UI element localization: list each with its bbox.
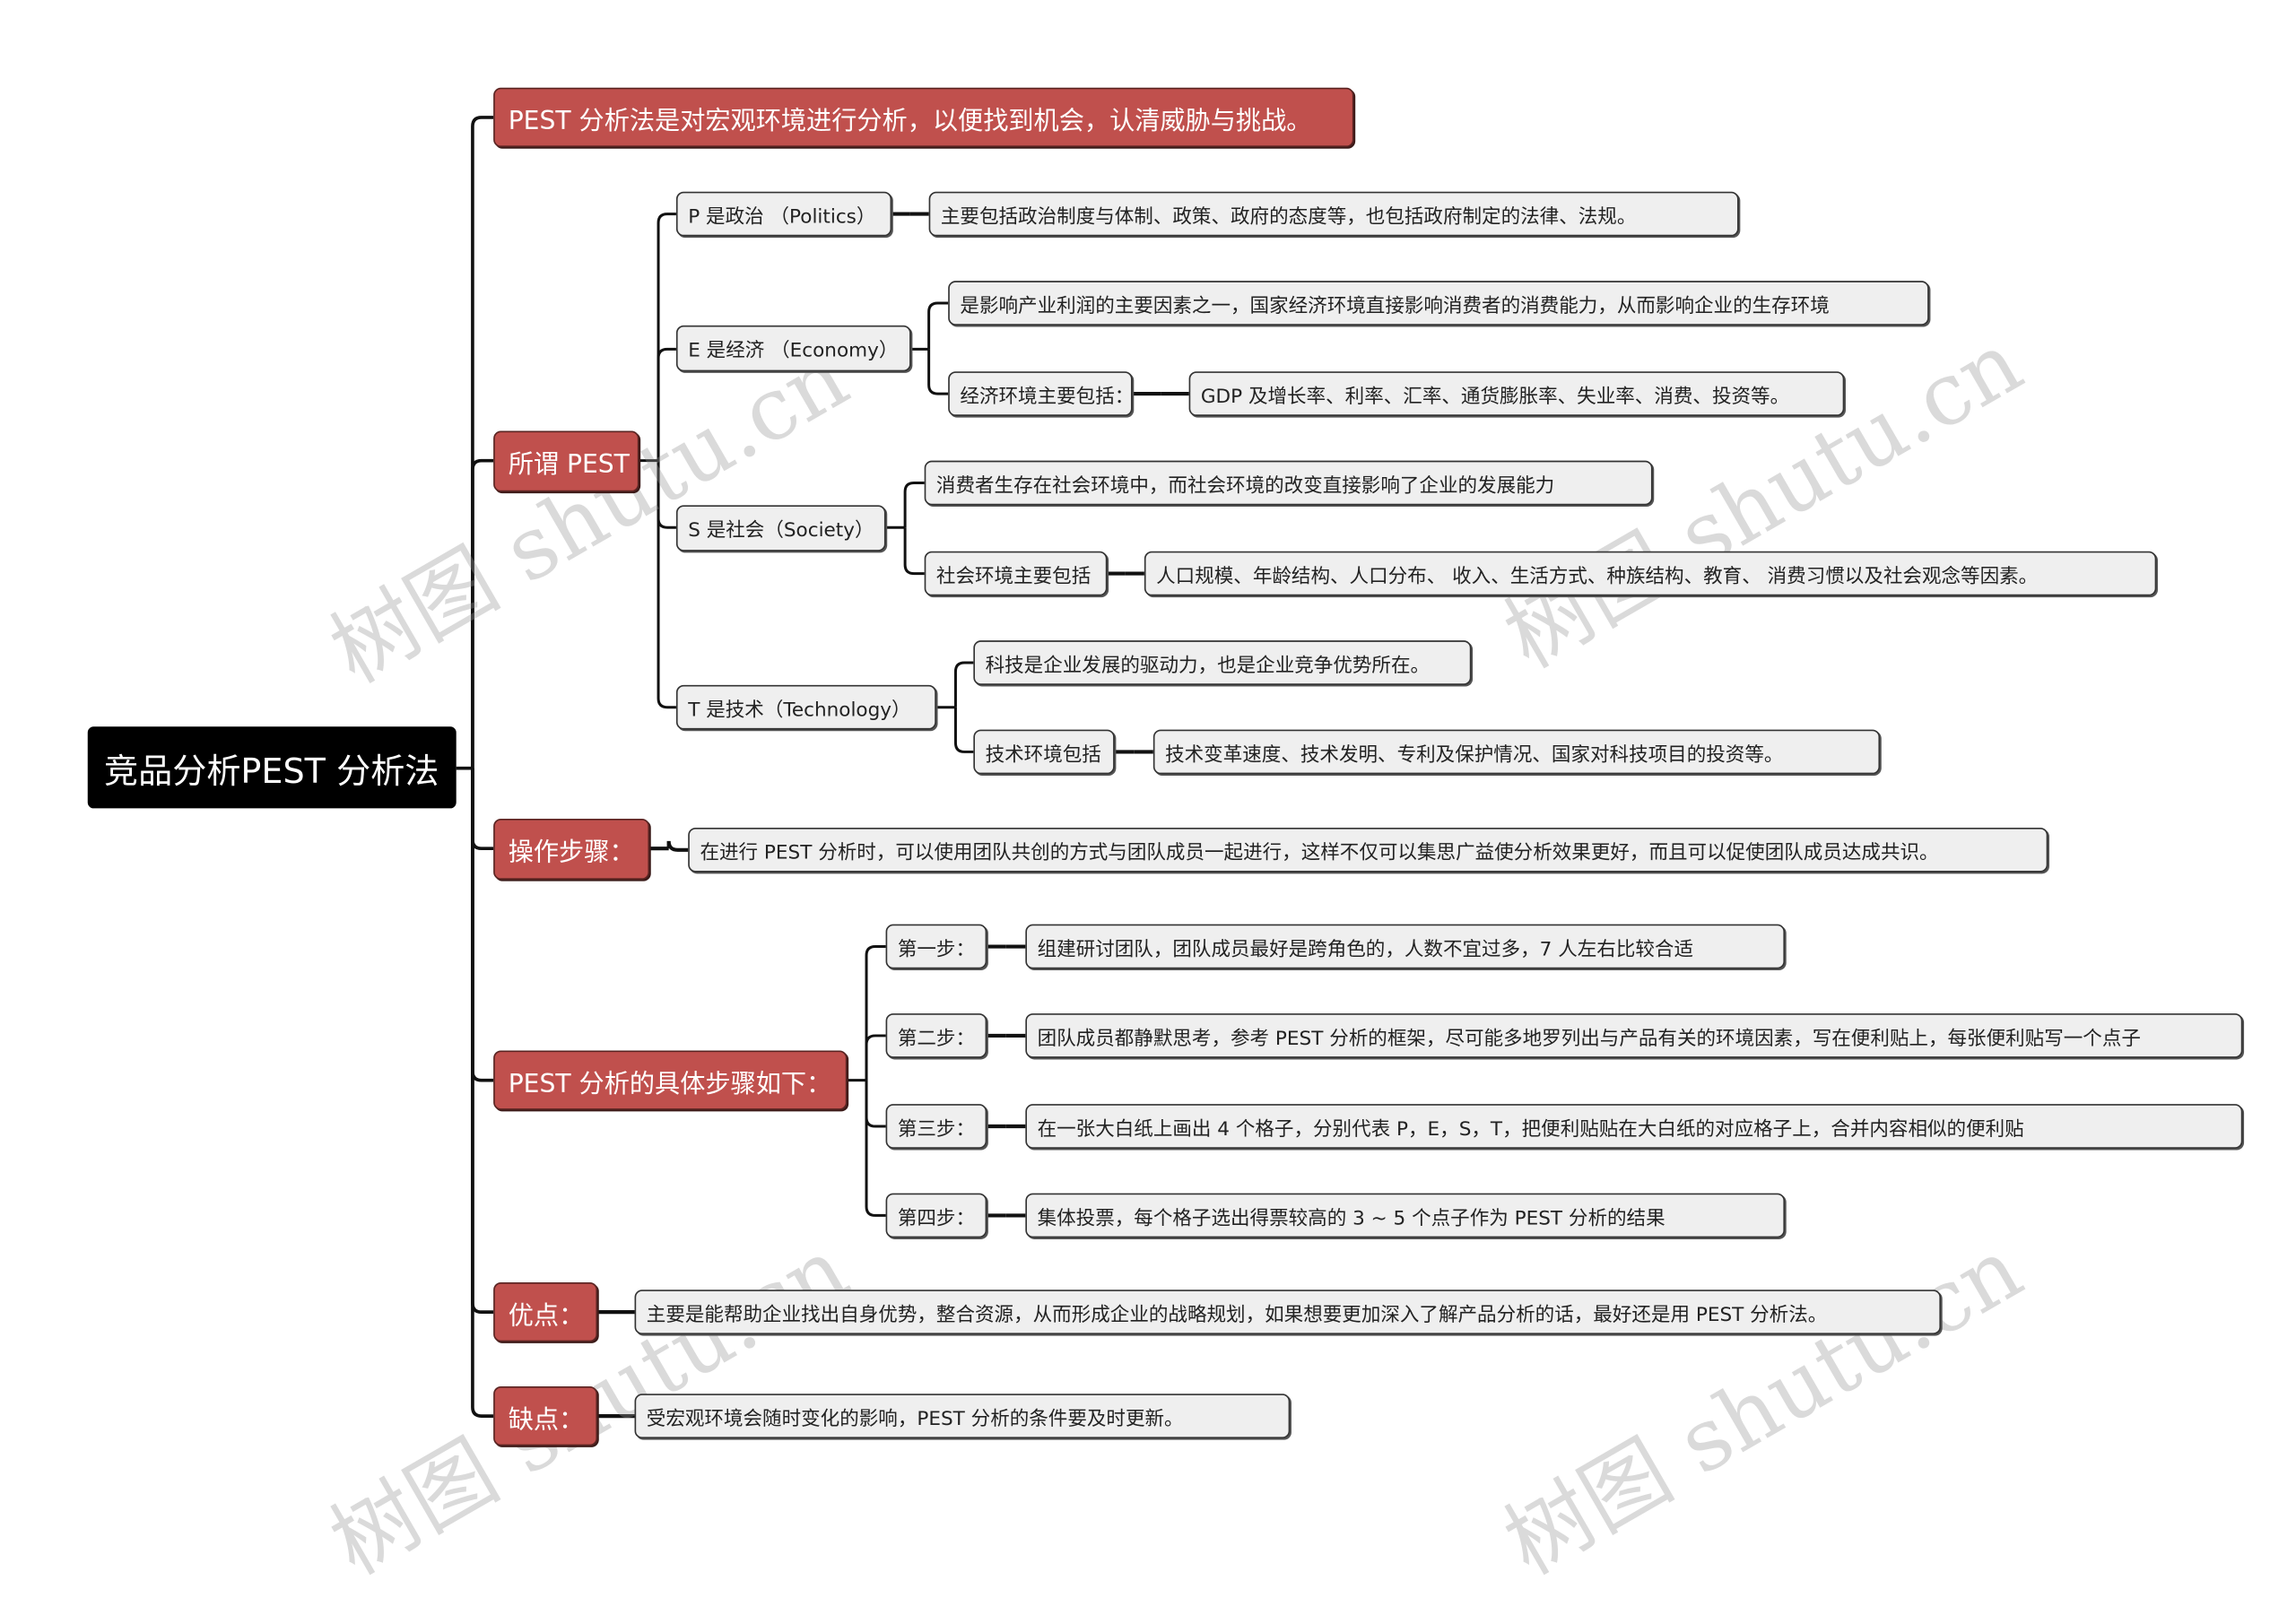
society-sub-label[interactable]: 社会环境主要包括 bbox=[924, 551, 1108, 596]
steps-topic[interactable]: PEST 分析的具体步骤如下： bbox=[493, 1050, 848, 1110]
technology-desc[interactable]: 科技是企业发展的驱动力，也是企业竞争优势所在。 bbox=[973, 640, 1472, 685]
connector bbox=[953, 707, 974, 753]
connector bbox=[953, 661, 974, 708]
connector bbox=[865, 1080, 886, 1128]
connector bbox=[903, 482, 925, 528]
operation-desc[interactable]: 在进行 PEST 分析时，可以使用团队共创的方式与团队成员一起进行，这样不仅可以… bbox=[688, 827, 2048, 873]
economy-desc[interactable]: 是影响产业利润的主要因素之一，国家经济环境直接影响消费者的消费能力，从而影响企业… bbox=[948, 281, 1929, 326]
step-4-label[interactable]: 第四步： bbox=[885, 1193, 987, 1238]
step-2-label[interactable]: 第二步： bbox=[885, 1013, 987, 1058]
technology-sub-label[interactable]: 技术环境包括 bbox=[973, 729, 1115, 775]
technology-sub-desc[interactable]: 技术变革速度、技术发明、专利及保护情况、国家对科技项目的投资等。 bbox=[1152, 729, 1881, 775]
connector bbox=[471, 768, 494, 1082]
connector bbox=[471, 116, 494, 769]
connector bbox=[865, 1080, 886, 1217]
step-3-label[interactable]: 第三步： bbox=[885, 1104, 987, 1149]
operation-topic[interactable]: 操作步骤： bbox=[493, 819, 650, 880]
pest-topic[interactable]: 所谓 PEST bbox=[493, 430, 639, 492]
economy-sub-label[interactable]: 经济环境主要包括： bbox=[948, 371, 1134, 416]
connector bbox=[903, 527, 925, 576]
connector bbox=[865, 945, 886, 1081]
connector bbox=[865, 1034, 886, 1081]
cons-desc[interactable]: 受宏观环境会随时变化的影响，PEST 分析的条件要及时更新。 bbox=[634, 1394, 1291, 1438]
connector bbox=[657, 213, 676, 461]
politics-topic[interactable]: P 是政治 （Politics） bbox=[675, 191, 892, 237]
connector bbox=[657, 460, 676, 529]
technology-topic[interactable]: T 是技术（Technology） bbox=[675, 684, 936, 730]
cons-topic[interactable]: 缺点： bbox=[493, 1385, 598, 1446]
step-3-desc[interactable]: 在一张大白纸上画出 4 个格子，分别代表 P，E，S，T，把便利贴贴在大白纸的对… bbox=[1025, 1104, 2243, 1149]
step-1-label[interactable]: 第一步： bbox=[885, 924, 987, 969]
connector bbox=[666, 840, 689, 852]
connector-lines bbox=[456, 116, 1189, 1419]
society-sub-desc[interactable]: 人口规模、年龄结构、人口分布、 收入、生活方式、种族结构、教育、 消费习惯以及社… bbox=[1144, 551, 2157, 596]
step-2-desc[interactable]: 团队成员都静默思考，参考 PEST 分析的框架，尽可能多地罗列出与产品有关的环境… bbox=[1025, 1013, 2243, 1058]
economy-topic[interactable]: E 是经济 （Economy） bbox=[675, 325, 911, 372]
step-1-desc[interactable]: 组建研讨团队，团队成员最好是跨角色的，人数不宜过多，7 人左右比较合适 bbox=[1025, 924, 1786, 969]
connector bbox=[471, 768, 494, 1418]
intro-topic[interactable]: PEST 分析法是对宏观环境进行分析，以便找到机会，认清威胁与挑战。 bbox=[493, 87, 1354, 148]
connector bbox=[471, 768, 494, 850]
mind-map: 树图 shutu.cn 树图 shutu.cn 树图 shutu.cn 树图 s… bbox=[87, 87, 2243, 1594]
economy-sub-desc[interactable]: GDP 及增长率、利率、汇率、通货膨胀率、失业率、消费、投资等。 bbox=[1188, 371, 1845, 416]
connector bbox=[927, 301, 949, 350]
connector bbox=[471, 458, 494, 769]
connector bbox=[657, 347, 676, 461]
society-desc[interactable]: 消费者生存在社会环境中，而社会环境的改变直接影响了企业的发展能力 bbox=[924, 460, 1653, 506]
pros-desc[interactable]: 主要是能帮助企业找出自身优势，整合资源，从而形成企业的战略规划，如果想要更加深入… bbox=[634, 1290, 1942, 1334]
politics-desc[interactable]: 主要包括政治制度与体制、政策、政府的态度等，也包括政府制定的法律、法规。 bbox=[928, 191, 1739, 237]
society-topic[interactable]: S 是社会（Society） bbox=[675, 505, 886, 551]
connector bbox=[657, 460, 676, 709]
step-4-desc[interactable]: 集体投票，每个格子选出得票较高的 3 ~ 5 个点子作为 PEST 分析的结果 bbox=[1025, 1193, 1786, 1238]
connector bbox=[927, 349, 949, 395]
pros-topic[interactable]: 优点： bbox=[493, 1281, 598, 1342]
root-topic[interactable]: 竞品分析PEST 分析法 bbox=[87, 726, 457, 809]
